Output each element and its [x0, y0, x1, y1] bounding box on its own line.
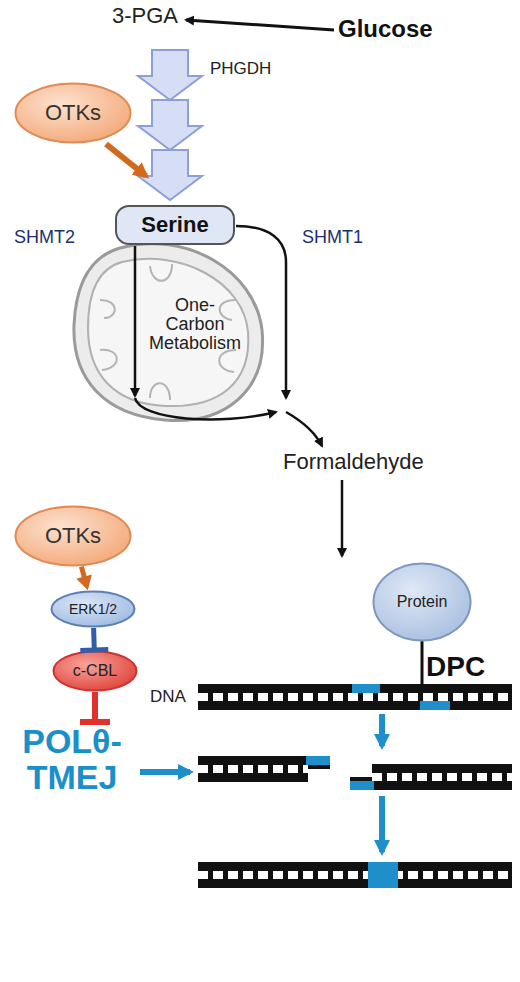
- pathway-label: One-Carbon Metabolism: [148, 296, 242, 353]
- metabolite-label: Formaldehyde: [283, 450, 424, 473]
- microhomology: [352, 684, 380, 693]
- kinase-oval: OTKs: [14, 505, 132, 567]
- enzyme-label: SHMT2: [14, 228, 75, 247]
- inhibition-bar: [80, 692, 110, 722]
- oval-shape: [54, 652, 137, 691]
- node-text: Serine: [141, 212, 208, 238]
- activation-arrow: [106, 144, 146, 176]
- node-text: OTKs: [45, 100, 101, 126]
- shmt1-arrow: [236, 226, 286, 398]
- dna-bases: [198, 765, 308, 773]
- kinase-oval: OTKs: [14, 82, 132, 144]
- kinase-oval: ERK1/2: [50, 590, 136, 628]
- formaldehyde-arrow: [286, 412, 322, 446]
- block-arrow: [138, 150, 202, 200]
- microhomology: [350, 781, 374, 790]
- dna-strand: [372, 764, 512, 777]
- inhibition-connector: [80, 628, 108, 650]
- inhibition-head: [80, 647, 108, 653]
- crosslink-arrow: [341, 480, 344, 556]
- dna-duplex: [198, 684, 512, 710]
- repaired-dna: [198, 862, 512, 888]
- protein-oval: Protein: [372, 562, 472, 642]
- mitochondrion: [74, 244, 263, 421]
- dna-duplex: [198, 862, 512, 888]
- inhibition-line: [92, 692, 98, 722]
- activation-connector: [76, 567, 91, 590]
- repair-arrow: [140, 769, 190, 775]
- dna-strand: [198, 756, 330, 769]
- dna-strand: [198, 684, 512, 710]
- node-text: Protein: [397, 593, 448, 611]
- repair-arrow: [379, 714, 385, 746]
- inner-membrane: [88, 259, 248, 406]
- glucose-arrow: [186, 20, 334, 30]
- oval-shape: [52, 592, 135, 627]
- metabolite-label: 3-PGA: [112, 4, 178, 27]
- repair-arrow: [379, 796, 385, 852]
- enzyme-label: SHMT1: [302, 228, 363, 247]
- metabolite-label: Glucose: [338, 16, 433, 41]
- enzyme-label: PHGDH: [210, 60, 271, 78]
- lesion-label: DPC: [426, 652, 485, 681]
- node-text: OTKs: [45, 523, 101, 549]
- metabolite-box: Serine: [115, 205, 235, 245]
- node-text: ERK1/2: [69, 601, 117, 617]
- oval-shape: [16, 84, 131, 143]
- crosslink: [421, 640, 424, 684]
- merge-arrow: [135, 398, 276, 420]
- connector-line: [81, 567, 85, 581]
- dna-bases: [198, 693, 512, 701]
- block-arrow: [138, 100, 202, 150]
- block-arrow: [138, 50, 202, 100]
- microhomology: [306, 756, 330, 765]
- dna-bases: [372, 773, 512, 781]
- dna-bases: [198, 871, 512, 879]
- oval-shape: [16, 507, 131, 566]
- ubiquitin-ligase-oval: c-CBL: [52, 650, 138, 692]
- dna-strand: [350, 777, 512, 790]
- dna-strand: [198, 769, 308, 782]
- node-text: c-CBL: [73, 662, 117, 680]
- outer-membrane: [74, 244, 263, 421]
- metabolic-arrows: [135, 226, 342, 556]
- microhomology: [420, 701, 450, 710]
- connector-line: [91, 628, 97, 650]
- shmt2-arrow: [134, 246, 137, 396]
- pathway-arrows: [138, 50, 202, 200]
- oval-shape: [374, 564, 471, 641]
- pathway-label: POLθ-TMEJ: [6, 724, 138, 795]
- molecule-label: DNA: [150, 688, 186, 706]
- repair-junction: [368, 862, 398, 888]
- arrow-head: [76, 575, 91, 591]
- broken-dna: [198, 756, 512, 790]
